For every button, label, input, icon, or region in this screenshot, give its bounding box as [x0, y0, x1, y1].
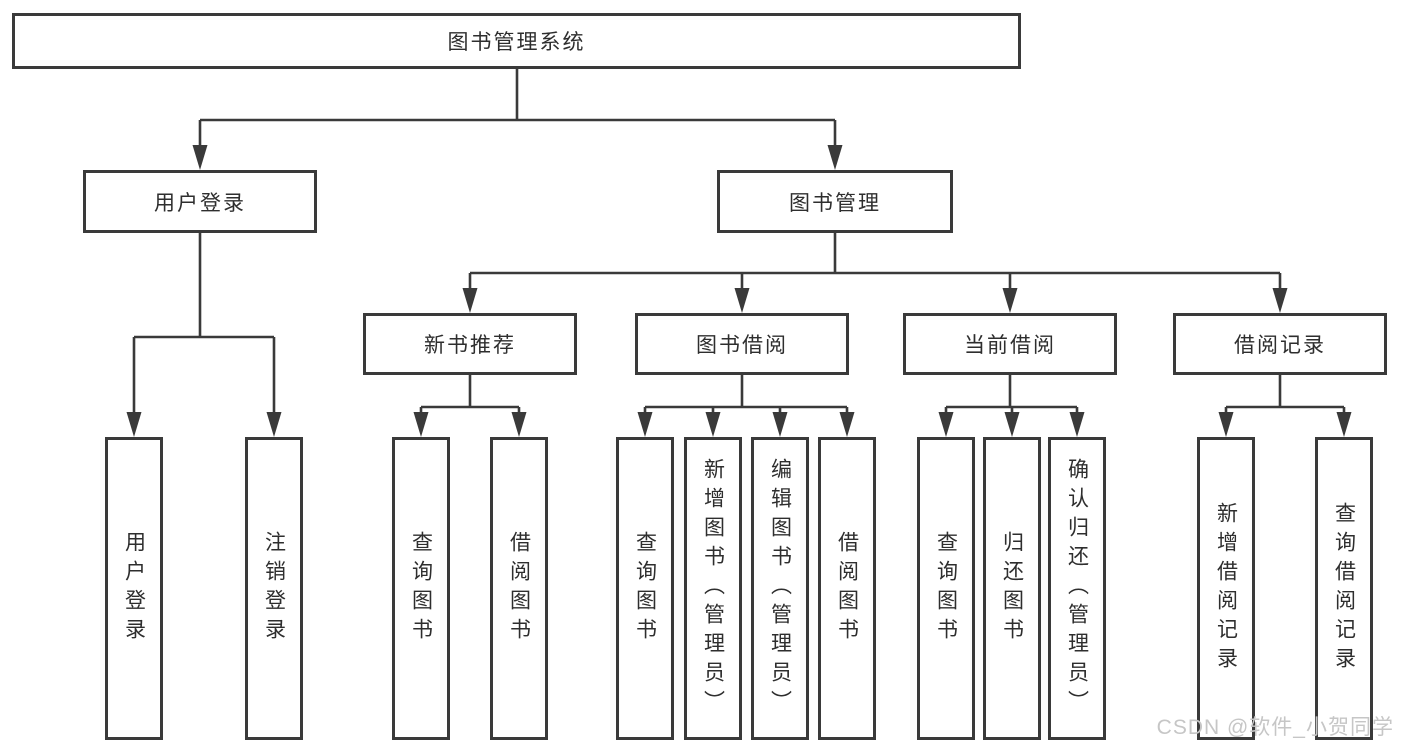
leaf-confirm-return-admin: 确认归还（管理员） — [1048, 437, 1106, 740]
leaf-query-books-borrowing: 查询图书 — [616, 437, 674, 740]
leaf-edit-book-admin: 编辑图书（管理员） — [751, 437, 809, 740]
leaf-query-books-recommend: 查询图书 — [392, 437, 450, 740]
leaf-logout: 注销登录 — [245, 437, 303, 740]
node-book-management: 图书管理 — [717, 170, 953, 233]
arrowheads — [126, 145, 1352, 437]
node-borrowing-records: 借阅记录 — [1173, 313, 1387, 375]
leaf-add-book-admin: 新增图书（管理员） — [684, 437, 742, 740]
leaf-query-books-current: 查询图书 — [917, 437, 975, 740]
node-current-borrowing: 当前借阅 — [903, 313, 1117, 375]
node-library-management-system: 图书管理系统 — [12, 13, 1021, 69]
leaf-borrow-books-recommend: 借阅图书 — [490, 437, 548, 740]
node-new-book-recommendation: 新书推荐 — [363, 313, 577, 375]
csdn-watermark: CSDN @软件_小贺同学 — [1156, 716, 1394, 739]
leaf-return-books: 归还图书 — [983, 437, 1041, 740]
leaf-user-login: 用户登录 — [105, 437, 163, 740]
node-book-borrowing: 图书借阅 — [635, 313, 849, 375]
leaf-add-borrow-record: 新增借阅记录 — [1197, 437, 1255, 740]
leaf-query-borrow-record: 查询借阅记录 — [1315, 437, 1373, 740]
node-user-login: 用户登录 — [83, 170, 317, 233]
leaf-borrow-books-borrowing: 借阅图书 — [818, 437, 876, 740]
